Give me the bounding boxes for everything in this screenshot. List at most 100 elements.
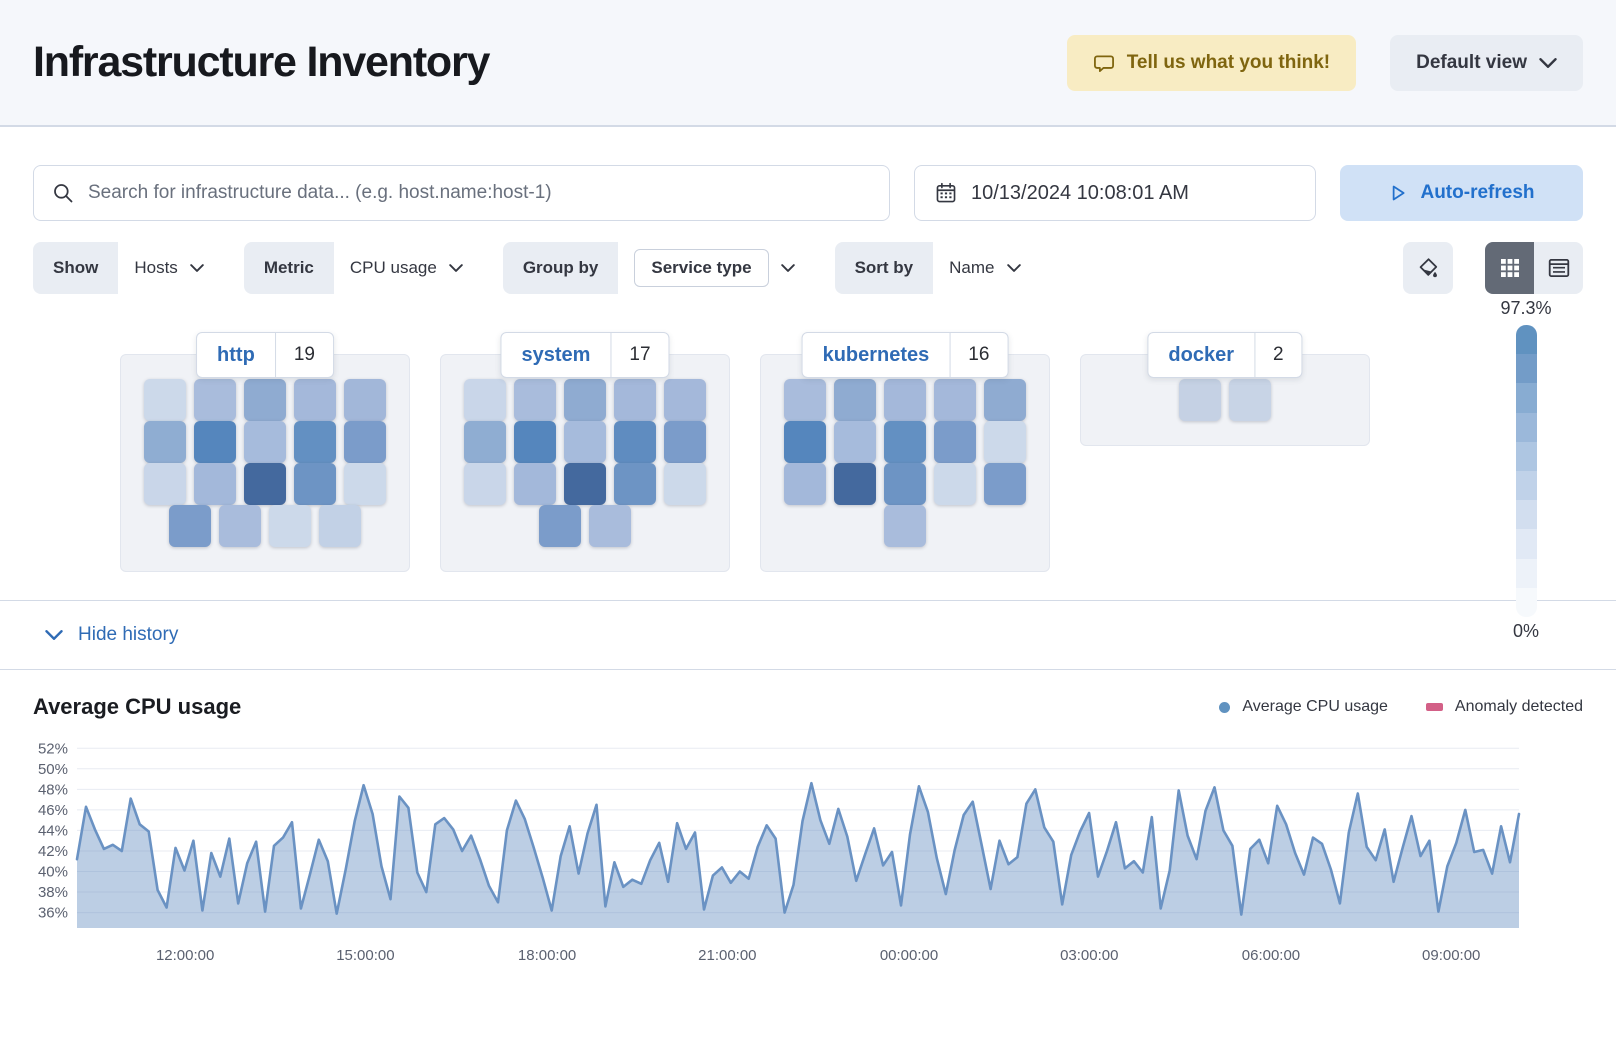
host-square[interactable]	[344, 379, 386, 421]
host-square[interactable]	[564, 463, 606, 505]
host-square[interactable]	[834, 379, 876, 421]
host-square[interactable]	[934, 421, 976, 463]
host-square[interactable]	[784, 379, 826, 421]
host-square[interactable]	[934, 379, 976, 421]
waffle-grid	[144, 379, 386, 547]
table-view-button[interactable]	[1534, 242, 1583, 294]
service-type-chip[interactable]: Service type	[634, 249, 769, 287]
host-square[interactable]	[614, 421, 656, 463]
host-square[interactable]	[984, 421, 1026, 463]
host-square[interactable]	[219, 505, 261, 547]
host-square[interactable]	[514, 379, 556, 421]
svg-text:03:00:00: 03:00:00	[1060, 947, 1118, 964]
host-square[interactable]	[564, 421, 606, 463]
host-square[interactable]	[984, 463, 1026, 505]
host-square[interactable]	[884, 463, 926, 505]
host-square[interactable]	[664, 463, 706, 505]
chevron-down-icon	[780, 264, 795, 272]
default-view-button[interactable]: Default view	[1390, 34, 1583, 91]
page-header: Infrastructure Inventory Tell us what yo…	[0, 0, 1616, 127]
host-square[interactable]	[269, 505, 311, 547]
groups-row: http 19 system 17 kubernetes 16	[120, 308, 1616, 572]
grid-view-button[interactable]	[1485, 242, 1534, 294]
waffle-group-docker: docker 2	[1080, 332, 1370, 446]
svg-text:09:00:00: 09:00:00	[1422, 947, 1480, 964]
svg-text:12:00:00: 12:00:00	[156, 947, 214, 964]
host-square[interactable]	[319, 505, 361, 547]
legend-avg-cpu-label: Average CPU usage	[1242, 698, 1388, 715]
host-square[interactable]	[244, 421, 286, 463]
host-square[interactable]	[464, 379, 506, 421]
group-badge-docker[interactable]: docker 2	[1147, 332, 1303, 378]
host-square[interactable]	[244, 463, 286, 505]
host-square[interactable]	[464, 421, 506, 463]
group-badge-kubernetes[interactable]: kubernetes 16	[801, 332, 1009, 378]
host-square[interactable]	[464, 463, 506, 505]
host-square[interactable]	[514, 463, 556, 505]
svg-text:44%: 44%	[38, 822, 68, 839]
grid-icon	[1500, 259, 1519, 277]
hide-history-toggle[interactable]: Hide history	[0, 600, 1616, 670]
host-square[interactable]	[294, 379, 336, 421]
group-name[interactable]: kubernetes	[822, 343, 930, 366]
feedback-button[interactable]: Tell us what you think!	[1066, 34, 1357, 91]
host-square[interactable]	[194, 463, 236, 505]
host-square[interactable]	[344, 463, 386, 505]
date-picker[interactable]: 10/13/2024 10:08:01 AM	[914, 165, 1316, 221]
group-badge-system[interactable]: system 17	[500, 332, 670, 378]
search-input[interactable]	[88, 182, 871, 204]
group-badge-http[interactable]: http 19	[196, 332, 334, 378]
host-square[interactable]	[589, 505, 631, 547]
host-square[interactable]	[614, 463, 656, 505]
host-square[interactable]	[784, 463, 826, 505]
filter-group-by[interactable]: Group by Service type	[502, 242, 811, 294]
legend-item-anomaly[interactable]: Anomaly detected	[1425, 698, 1583, 716]
host-square[interactable]	[1229, 379, 1271, 421]
host-square[interactable]	[344, 421, 386, 463]
group-name[interactable]: system	[521, 343, 591, 366]
auto-refresh-button[interactable]: Auto-refresh	[1340, 165, 1583, 221]
host-square[interactable]	[294, 421, 336, 463]
svg-text:15:00:00: 15:00:00	[336, 947, 394, 964]
host-square[interactable]	[169, 505, 211, 547]
host-square[interactable]	[934, 463, 976, 505]
host-square[interactable]	[294, 463, 336, 505]
host-square[interactable]	[144, 421, 186, 463]
group-name[interactable]: http	[217, 343, 255, 366]
filter-show[interactable]: Show Hosts	[33, 242, 220, 294]
filter-sort-by-value: Name	[949, 258, 995, 277]
host-square[interactable]	[834, 421, 876, 463]
host-square[interactable]	[664, 379, 706, 421]
host-square[interactable]	[664, 421, 706, 463]
host-square[interactable]	[884, 421, 926, 463]
paint-bucket-icon	[1419, 258, 1438, 278]
host-square[interactable]	[884, 505, 926, 547]
legend-anomaly-label: Anomaly detected	[1454, 698, 1583, 715]
group-name[interactable]: docker	[1168, 343, 1235, 366]
svg-text:46%: 46%	[38, 802, 68, 819]
host-square[interactable]	[984, 379, 1026, 421]
filter-metric[interactable]: Metric CPU usage	[243, 242, 479, 294]
host-square[interactable]	[784, 421, 826, 463]
host-square[interactable]	[244, 379, 286, 421]
host-square[interactable]	[194, 421, 236, 463]
host-square[interactable]	[1179, 379, 1221, 421]
waffle-group-http: http 19	[120, 332, 410, 572]
host-square[interactable]	[884, 379, 926, 421]
host-square[interactable]	[614, 379, 656, 421]
host-square[interactable]	[194, 379, 236, 421]
legend-item-avg-cpu[interactable]: Average CPU usage	[1219, 698, 1388, 716]
host-square[interactable]	[514, 421, 556, 463]
host-square[interactable]	[834, 463, 876, 505]
usage-legend-bar	[1515, 325, 1537, 617]
host-square[interactable]	[564, 379, 606, 421]
host-square[interactable]	[144, 379, 186, 421]
usage-legend-min: 0%	[1512, 621, 1539, 641]
filter-sort-by[interactable]: Sort by Name	[834, 242, 1037, 294]
host-square[interactable]	[539, 505, 581, 547]
svg-text:50%: 50%	[38, 761, 68, 778]
host-square[interactable]	[144, 463, 186, 505]
search-box[interactable]	[33, 165, 890, 221]
color-palette-button[interactable]	[1403, 242, 1453, 294]
waffle-group-kubernetes: kubernetes 16	[760, 332, 1050, 572]
